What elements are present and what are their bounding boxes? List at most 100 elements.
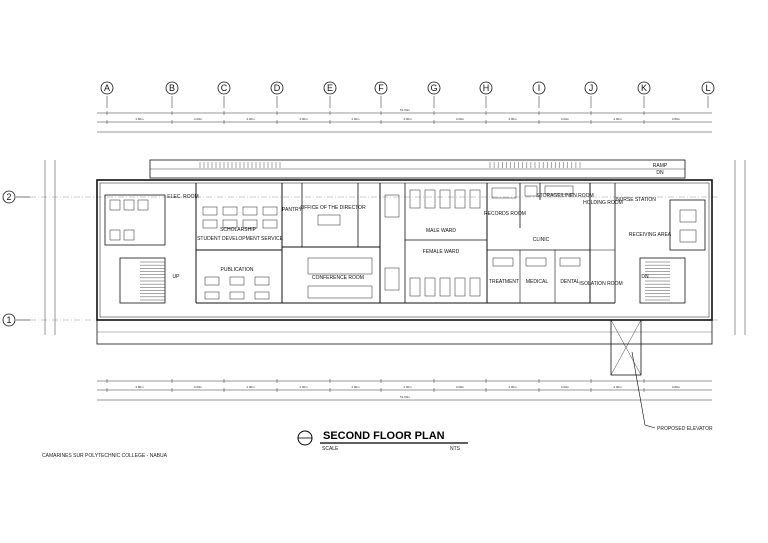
furniture-block bbox=[254, 276, 270, 286]
bay-dimension-label: 4.00m bbox=[561, 117, 570, 121]
grid-column-label: A bbox=[104, 83, 110, 93]
furniture-block bbox=[424, 277, 436, 297]
title-block: SECOND FLOOR PLAN SCALE NTS bbox=[297, 430, 468, 452]
ramp-label: RAMP bbox=[653, 163, 668, 169]
grid-bubble-c bbox=[217, 81, 231, 95]
room-label-male-ward: MALE WARD bbox=[426, 228, 456, 234]
furniture-block bbox=[262, 219, 278, 229]
furniture-block bbox=[137, 199, 149, 211]
bay-dimension-label: 3.80m bbox=[135, 385, 144, 389]
bay-dimension-label: 4.00m bbox=[403, 117, 412, 121]
grid-bubble-g bbox=[427, 81, 441, 95]
bay-dimension-label: 3.80m bbox=[672, 385, 681, 389]
bay-dimension-label: 4.00m bbox=[561, 385, 570, 389]
grid-bubble-k bbox=[637, 81, 651, 95]
furniture-block bbox=[384, 267, 400, 291]
furniture-block bbox=[222, 219, 238, 229]
bay-dimension-label: 4.00m bbox=[246, 385, 255, 389]
furniture-block bbox=[307, 257, 373, 275]
stair-treads bbox=[140, 162, 670, 301]
grid-bubble-h bbox=[479, 81, 493, 95]
furniture-block bbox=[454, 277, 466, 297]
room-label-elec: ELEC. ROOM bbox=[167, 194, 198, 200]
furniture-block bbox=[492, 257, 514, 267]
grid-column-label: H bbox=[483, 83, 490, 93]
room-label-storage: STORAGE/LINEN ROOM bbox=[536, 193, 593, 199]
furniture-block bbox=[109, 199, 121, 211]
furniture-block bbox=[202, 219, 218, 229]
room-label-isolation: ISOLATION ROOM bbox=[579, 281, 622, 287]
grid-bubble-row-2 bbox=[2, 190, 16, 204]
bay-dimension-label: 4.00m bbox=[351, 385, 360, 389]
furniture-block bbox=[229, 291, 245, 300]
room-label-scholarship: SCHOLARSHIP bbox=[220, 227, 257, 233]
furniture-block bbox=[524, 185, 538, 197]
grid-bubble-f bbox=[374, 81, 388, 95]
furniture-block bbox=[262, 206, 278, 216]
bay-dimension-label: 4.00m bbox=[299, 385, 308, 389]
bay-dimension-label: 4.00m bbox=[613, 385, 622, 389]
room-label-holding: HOLDING ROOM bbox=[583, 200, 623, 206]
room-label-female-ward: FEMALE WARD bbox=[423, 249, 460, 255]
room-label-receiving: RECEIVING AREA bbox=[629, 232, 672, 238]
grid-rows: 21 bbox=[2, 190, 720, 327]
furniture-block bbox=[525, 257, 547, 267]
grid-bubble-j bbox=[584, 81, 598, 95]
grid-column-label: C bbox=[221, 83, 228, 93]
room-label-publication: PUBLICATION bbox=[221, 267, 254, 273]
grid-row-label: 1 bbox=[6, 315, 11, 325]
grid-column-label: I bbox=[538, 83, 541, 93]
grid-column-label: D bbox=[274, 83, 281, 93]
bay-dimension-label: 4.00m bbox=[403, 385, 412, 389]
grid-bubble-b bbox=[165, 81, 179, 95]
grid-bubble-d bbox=[270, 81, 284, 95]
furniture-block bbox=[409, 189, 421, 209]
furniture-block bbox=[439, 277, 451, 297]
room-label-student-dev: STUDENT DEVELOPMENT SERVICE bbox=[197, 236, 284, 242]
furniture-block bbox=[242, 219, 258, 229]
elevator-callout: PROPOSED ELEVATOR bbox=[631, 351, 713, 432]
furniture-block bbox=[424, 189, 436, 209]
room-label-pantry: PANTRY bbox=[282, 207, 302, 213]
room-label-director: OFFICE OF THE DIRECTOR bbox=[300, 205, 366, 211]
bay-dimension-label: 4.00m bbox=[194, 117, 203, 121]
stair-dn-label: DN bbox=[641, 274, 649, 280]
room-label-records: RECORDS ROOM bbox=[484, 211, 526, 217]
furniture-block bbox=[679, 209, 697, 223]
bay-dimension-label: 4.00m bbox=[299, 117, 308, 121]
furniture-blocks bbox=[109, 185, 697, 300]
grid-bubble-a bbox=[100, 81, 114, 95]
bay-dimension-label: 4.00m bbox=[194, 385, 203, 389]
bay-dimension-label: 4.00m bbox=[613, 117, 622, 121]
grid-bubble-e bbox=[323, 81, 337, 95]
furniture-block bbox=[202, 206, 218, 216]
grid-column-label: E bbox=[327, 83, 333, 93]
furniture-block bbox=[454, 189, 466, 209]
room-label-dental: DENTAL bbox=[560, 279, 580, 285]
room-label-medical: MEDICAL bbox=[526, 279, 548, 285]
bay-dimension-label: 3.80m bbox=[135, 117, 144, 121]
grid-bubble-row-1 bbox=[2, 313, 16, 327]
room-label-treatment: TREATMENT bbox=[489, 279, 519, 285]
furniture-block bbox=[439, 189, 451, 209]
grid-column-label: K bbox=[641, 83, 647, 93]
furniture-block bbox=[123, 199, 135, 211]
furniture-block bbox=[491, 187, 517, 199]
bay-dimension-label: 4.00m bbox=[508, 385, 517, 389]
grid-bubble-l bbox=[701, 81, 715, 95]
overall-dimension-bottom: 51.90m bbox=[400, 395, 411, 399]
furniture-block bbox=[679, 229, 697, 243]
grid-column-label: G bbox=[430, 83, 437, 93]
grid-column-label: F bbox=[378, 83, 384, 93]
furniture-block bbox=[242, 206, 258, 216]
furniture-block bbox=[469, 189, 481, 209]
furniture-block bbox=[409, 277, 421, 297]
bay-dimension-label: 4.00m bbox=[246, 117, 255, 121]
ramp-dn-label: DN bbox=[656, 170, 664, 176]
room-label-nurse: NURSE STATION bbox=[616, 197, 656, 203]
furniture-block bbox=[559, 257, 581, 267]
grid-row-label: 2 bbox=[6, 192, 11, 202]
scale-note: SCALE bbox=[322, 446, 339, 452]
furniture-block bbox=[317, 214, 341, 226]
